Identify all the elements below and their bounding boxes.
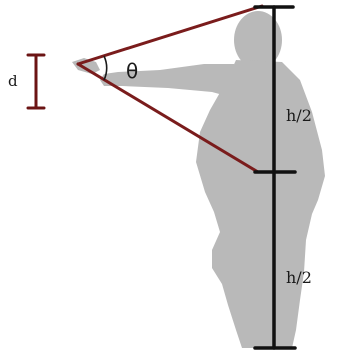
theta-arc	[103, 55, 108, 81]
theta-label: θ	[126, 59, 138, 83]
silhouette-arm	[100, 64, 234, 98]
d-label: d	[8, 72, 18, 90]
silhouette-head	[234, 11, 282, 69]
angle-lines	[76, 4, 264, 174]
d-marker	[26, 53, 46, 110]
lower-half-height-label: h/2	[286, 268, 312, 287]
person-silhouette	[72, 11, 325, 348]
upper-half-height-label: h/2	[286, 106, 312, 125]
lower-sight-line	[76, 62, 260, 174]
height-bar	[253, 5, 297, 350]
silhouette-hand	[72, 58, 100, 74]
silhouette-body	[196, 60, 325, 348]
upper-sight-line	[76, 4, 264, 66]
